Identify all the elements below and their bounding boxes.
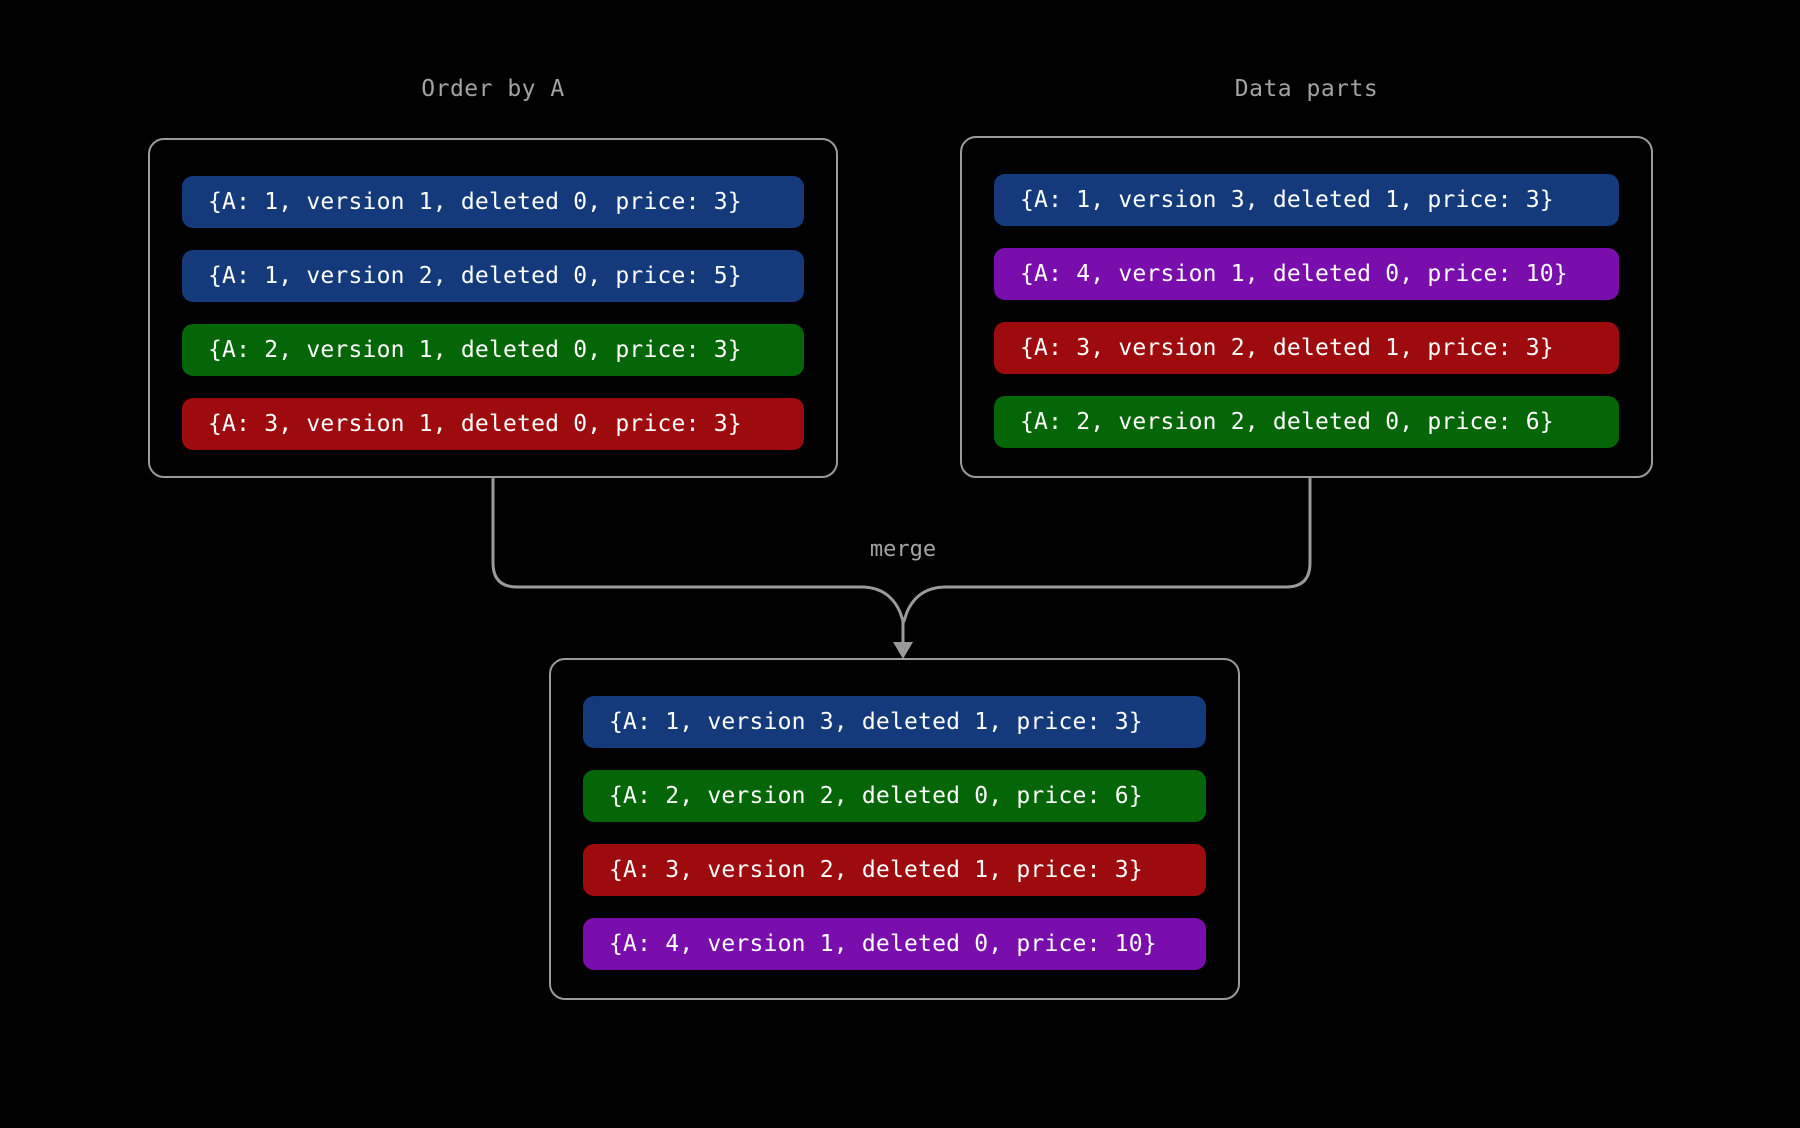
row-text: {A: 4, version 1, deleted 0, price: 10} bbox=[1020, 261, 1568, 287]
merge-label: merge bbox=[869, 537, 937, 562]
list-item[interactable]: {A: 4, version 1, deleted 0, price: 10} bbox=[583, 918, 1206, 970]
list-item[interactable]: {A: 1, version 1, deleted 0, price: 3} bbox=[182, 176, 804, 228]
row-text: {A: 2, version 1, deleted 0, price: 3} bbox=[208, 337, 742, 363]
list-item[interactable]: {A: 2, version 1, deleted 0, price: 3} bbox=[182, 324, 804, 376]
list-item[interactable]: {A: 3, version 2, deleted 1, price: 3} bbox=[994, 322, 1619, 374]
row-text: {A: 2, version 2, deleted 0, price: 6} bbox=[609, 783, 1143, 809]
row-text: {A: 1, version 3, deleted 1, price: 3} bbox=[1020, 187, 1554, 213]
panel-merged-result: {A: 1, version 3, deleted 1, price: 3} {… bbox=[549, 658, 1240, 1000]
row-text: {A: 1, version 1, deleted 0, price: 3} bbox=[208, 189, 742, 215]
list-item[interactable]: {A: 1, version 3, deleted 1, price: 3} bbox=[583, 696, 1206, 748]
row-list-data-parts: {A: 1, version 3, deleted 1, price: 3} {… bbox=[994, 174, 1619, 448]
row-text: {A: 2, version 2, deleted 0, price: 6} bbox=[1020, 409, 1554, 435]
row-text: {A: 1, version 2, deleted 0, price: 5} bbox=[208, 263, 742, 289]
row-text: {A: 1, version 3, deleted 1, price: 3} bbox=[609, 709, 1143, 735]
down-arrow-icon bbox=[893, 642, 913, 659]
panel-order-by-a: {A: 1, version 1, deleted 0, price: 3} {… bbox=[148, 138, 838, 478]
list-item[interactable]: {A: 2, version 2, deleted 0, price: 6} bbox=[994, 396, 1619, 448]
row-text: {A: 3, version 2, deleted 1, price: 3} bbox=[1020, 335, 1554, 361]
list-item[interactable]: {A: 3, version 2, deleted 1, price: 3} bbox=[583, 844, 1206, 896]
row-text: {A: 3, version 1, deleted 0, price: 3} bbox=[208, 411, 742, 437]
row-text: {A: 4, version 1, deleted 0, price: 10} bbox=[609, 931, 1157, 957]
list-item[interactable]: {A: 4, version 1, deleted 0, price: 10} bbox=[994, 248, 1619, 300]
panel-data-parts: {A: 1, version 3, deleted 1, price: 3} {… bbox=[960, 136, 1653, 478]
list-item[interactable]: {A: 3, version 1, deleted 0, price: 3} bbox=[182, 398, 804, 450]
list-item[interactable]: {A: 1, version 2, deleted 0, price: 5} bbox=[182, 250, 804, 302]
list-item[interactable]: {A: 2, version 2, deleted 0, price: 6} bbox=[583, 770, 1206, 822]
caption-data-parts: Data parts bbox=[1234, 76, 1379, 102]
caption-order-by-a: Order by A bbox=[421, 76, 565, 102]
row-text: {A: 3, version 2, deleted 1, price: 3} bbox=[609, 857, 1143, 883]
list-item[interactable]: {A: 1, version 3, deleted 1, price: 3} bbox=[994, 174, 1619, 226]
row-list-order-by-a: {A: 1, version 1, deleted 0, price: 3} {… bbox=[182, 176, 804, 450]
row-list-merged: {A: 1, version 3, deleted 1, price: 3} {… bbox=[583, 696, 1206, 970]
